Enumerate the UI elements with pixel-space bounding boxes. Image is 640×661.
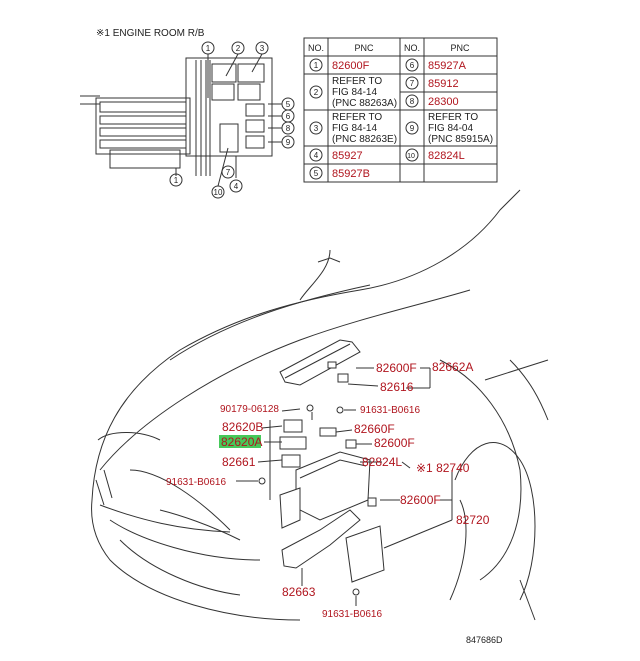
part-label-82720[interactable]: 82720 [456, 513, 490, 527]
part-label-82660F[interactable]: 82660F [354, 422, 395, 436]
pnc-table-values: 82600F REFER TO FIG 84-14 (PNC 88263A) R… [332, 60, 493, 180]
pnc-link[interactable]: 85927 [332, 150, 363, 162]
row-no: 5 [314, 169, 319, 178]
car-body-illustration [91, 189, 549, 621]
part-label-82600F[interactable]: 82600F [374, 436, 415, 450]
inset-callout: 10 [214, 188, 223, 197]
highlight-box [219, 435, 261, 448]
inset-callout: 9 [286, 138, 291, 147]
part-label-82616[interactable]: 82616 [380, 380, 414, 394]
row-no: 8 [410, 97, 415, 106]
header-no: NO. [308, 43, 324, 53]
row-no: 2 [314, 88, 319, 97]
row-no: 4 [314, 151, 319, 160]
part-label-91631-B0616[interactable]: 91631-B0616 [360, 405, 420, 416]
part-label-82824L[interactable]: 82824L [362, 455, 402, 469]
inset-callout: 8 [286, 124, 291, 133]
part-label-82663[interactable]: 82663 [282, 585, 316, 599]
inset-callout: 3 [260, 44, 265, 53]
connector [345, 439, 357, 449]
fastener [352, 588, 360, 596]
clip [337, 373, 349, 383]
pnc-link[interactable]: 85927B [332, 168, 370, 180]
row-no: 3 [314, 124, 319, 133]
figure-code: 847686D [466, 635, 503, 645]
pnc-refer: FIG 84-14 [332, 123, 377, 134]
pnc-refer: REFER TO [332, 76, 382, 87]
inset-relay-block: ※1 ENGINE ROOM R/B [80, 28, 295, 199]
pnc-refer: FIG 84-14 [332, 87, 377, 98]
relay-82620A [279, 436, 307, 450]
part-label-91631-B0616[interactable]: 91631-B0616 [322, 609, 382, 620]
pnc-refer: (PNC 85915A) [428, 134, 493, 145]
junction-block-side [279, 487, 301, 529]
part-label-82740[interactable]: ※1 82740 [416, 461, 470, 475]
parts-illustration [258, 339, 385, 596]
pnc-refer: REFER TO [332, 112, 382, 123]
part-label-82600F[interactable]: 82600F [400, 493, 441, 507]
header-pnc: PNC [450, 43, 470, 53]
pnc-refer: FIG 84-04 [428, 123, 473, 134]
inset-callout: 6 [286, 112, 291, 121]
part-label-82662A[interactable]: 82662A [432, 360, 473, 374]
pnc-link[interactable]: 82824L [428, 150, 465, 162]
pnc-link[interactable]: 82600F [332, 60, 370, 72]
inset-callout: 7 [226, 168, 231, 177]
part-label-90179-06128[interactable]: 90179-06128 [220, 404, 279, 415]
pnc-refer: REFER TO [428, 112, 478, 123]
inset-callout: 4 [234, 182, 239, 191]
part-labels: 82600F 82662A 82616 90179-06128 91631-B0… [166, 360, 490, 620]
pnc-refer: (PNC 88263E) [332, 134, 397, 145]
part-label-91631-B0616[interactable]: 91631-B0616 [166, 477, 226, 488]
header-pnc: PNC [354, 43, 374, 53]
connector [319, 427, 337, 437]
row-no: 10 [407, 153, 415, 160]
pnc-link[interactable]: 85912 [428, 78, 459, 90]
connector [367, 497, 377, 507]
fastener [336, 406, 344, 414]
row-no: 6 [410, 61, 415, 70]
inset-callout: 5 [286, 100, 291, 109]
pnc-table-numbers: 1 2 3 4 5 6 7 8 9 10 [314, 61, 415, 178]
part-label-82600F[interactable]: 82600F [376, 361, 417, 375]
part-label-82620A[interactable]: 82620A [221, 435, 262, 449]
pnc-table [303, 37, 498, 183]
leader-lines [236, 367, 453, 606]
fastener [258, 477, 266, 485]
inset-callout: 1 [206, 44, 211, 53]
header-no: NO. [404, 43, 420, 53]
pnc-link[interactable]: 28300 [428, 96, 459, 108]
pnc-table-headers: NO. PNC NO. PNC [308, 43, 470, 53]
fastener [306, 404, 314, 412]
inset-callout: 2 [236, 44, 241, 53]
row-no: 1 [314, 61, 319, 70]
pnc-link[interactable]: 85927A [428, 60, 467, 72]
row-no: 9 [410, 124, 415, 133]
part-label-82620B[interactable]: 82620B [222, 420, 263, 434]
relay-82661 [281, 454, 301, 468]
inset-callout: 1 [174, 176, 179, 185]
ecu-box-82720 [345, 525, 385, 583]
inset-title: ※1 ENGINE ROOM R/B [96, 28, 205, 39]
pnc-refer: (PNC 88263A) [332, 98, 397, 109]
inset-callout-numbers: 1 2 3 5 6 8 9 7 4 10 1 [174, 44, 291, 197]
relay-82620B [283, 419, 303, 433]
relay-block-cover [279, 339, 361, 386]
bracket-82663 [281, 509, 361, 569]
row-no: 7 [410, 79, 415, 88]
junction-block [295, 451, 371, 521]
part-label-82661[interactable]: 82661 [222, 455, 256, 469]
connector [327, 361, 337, 369]
